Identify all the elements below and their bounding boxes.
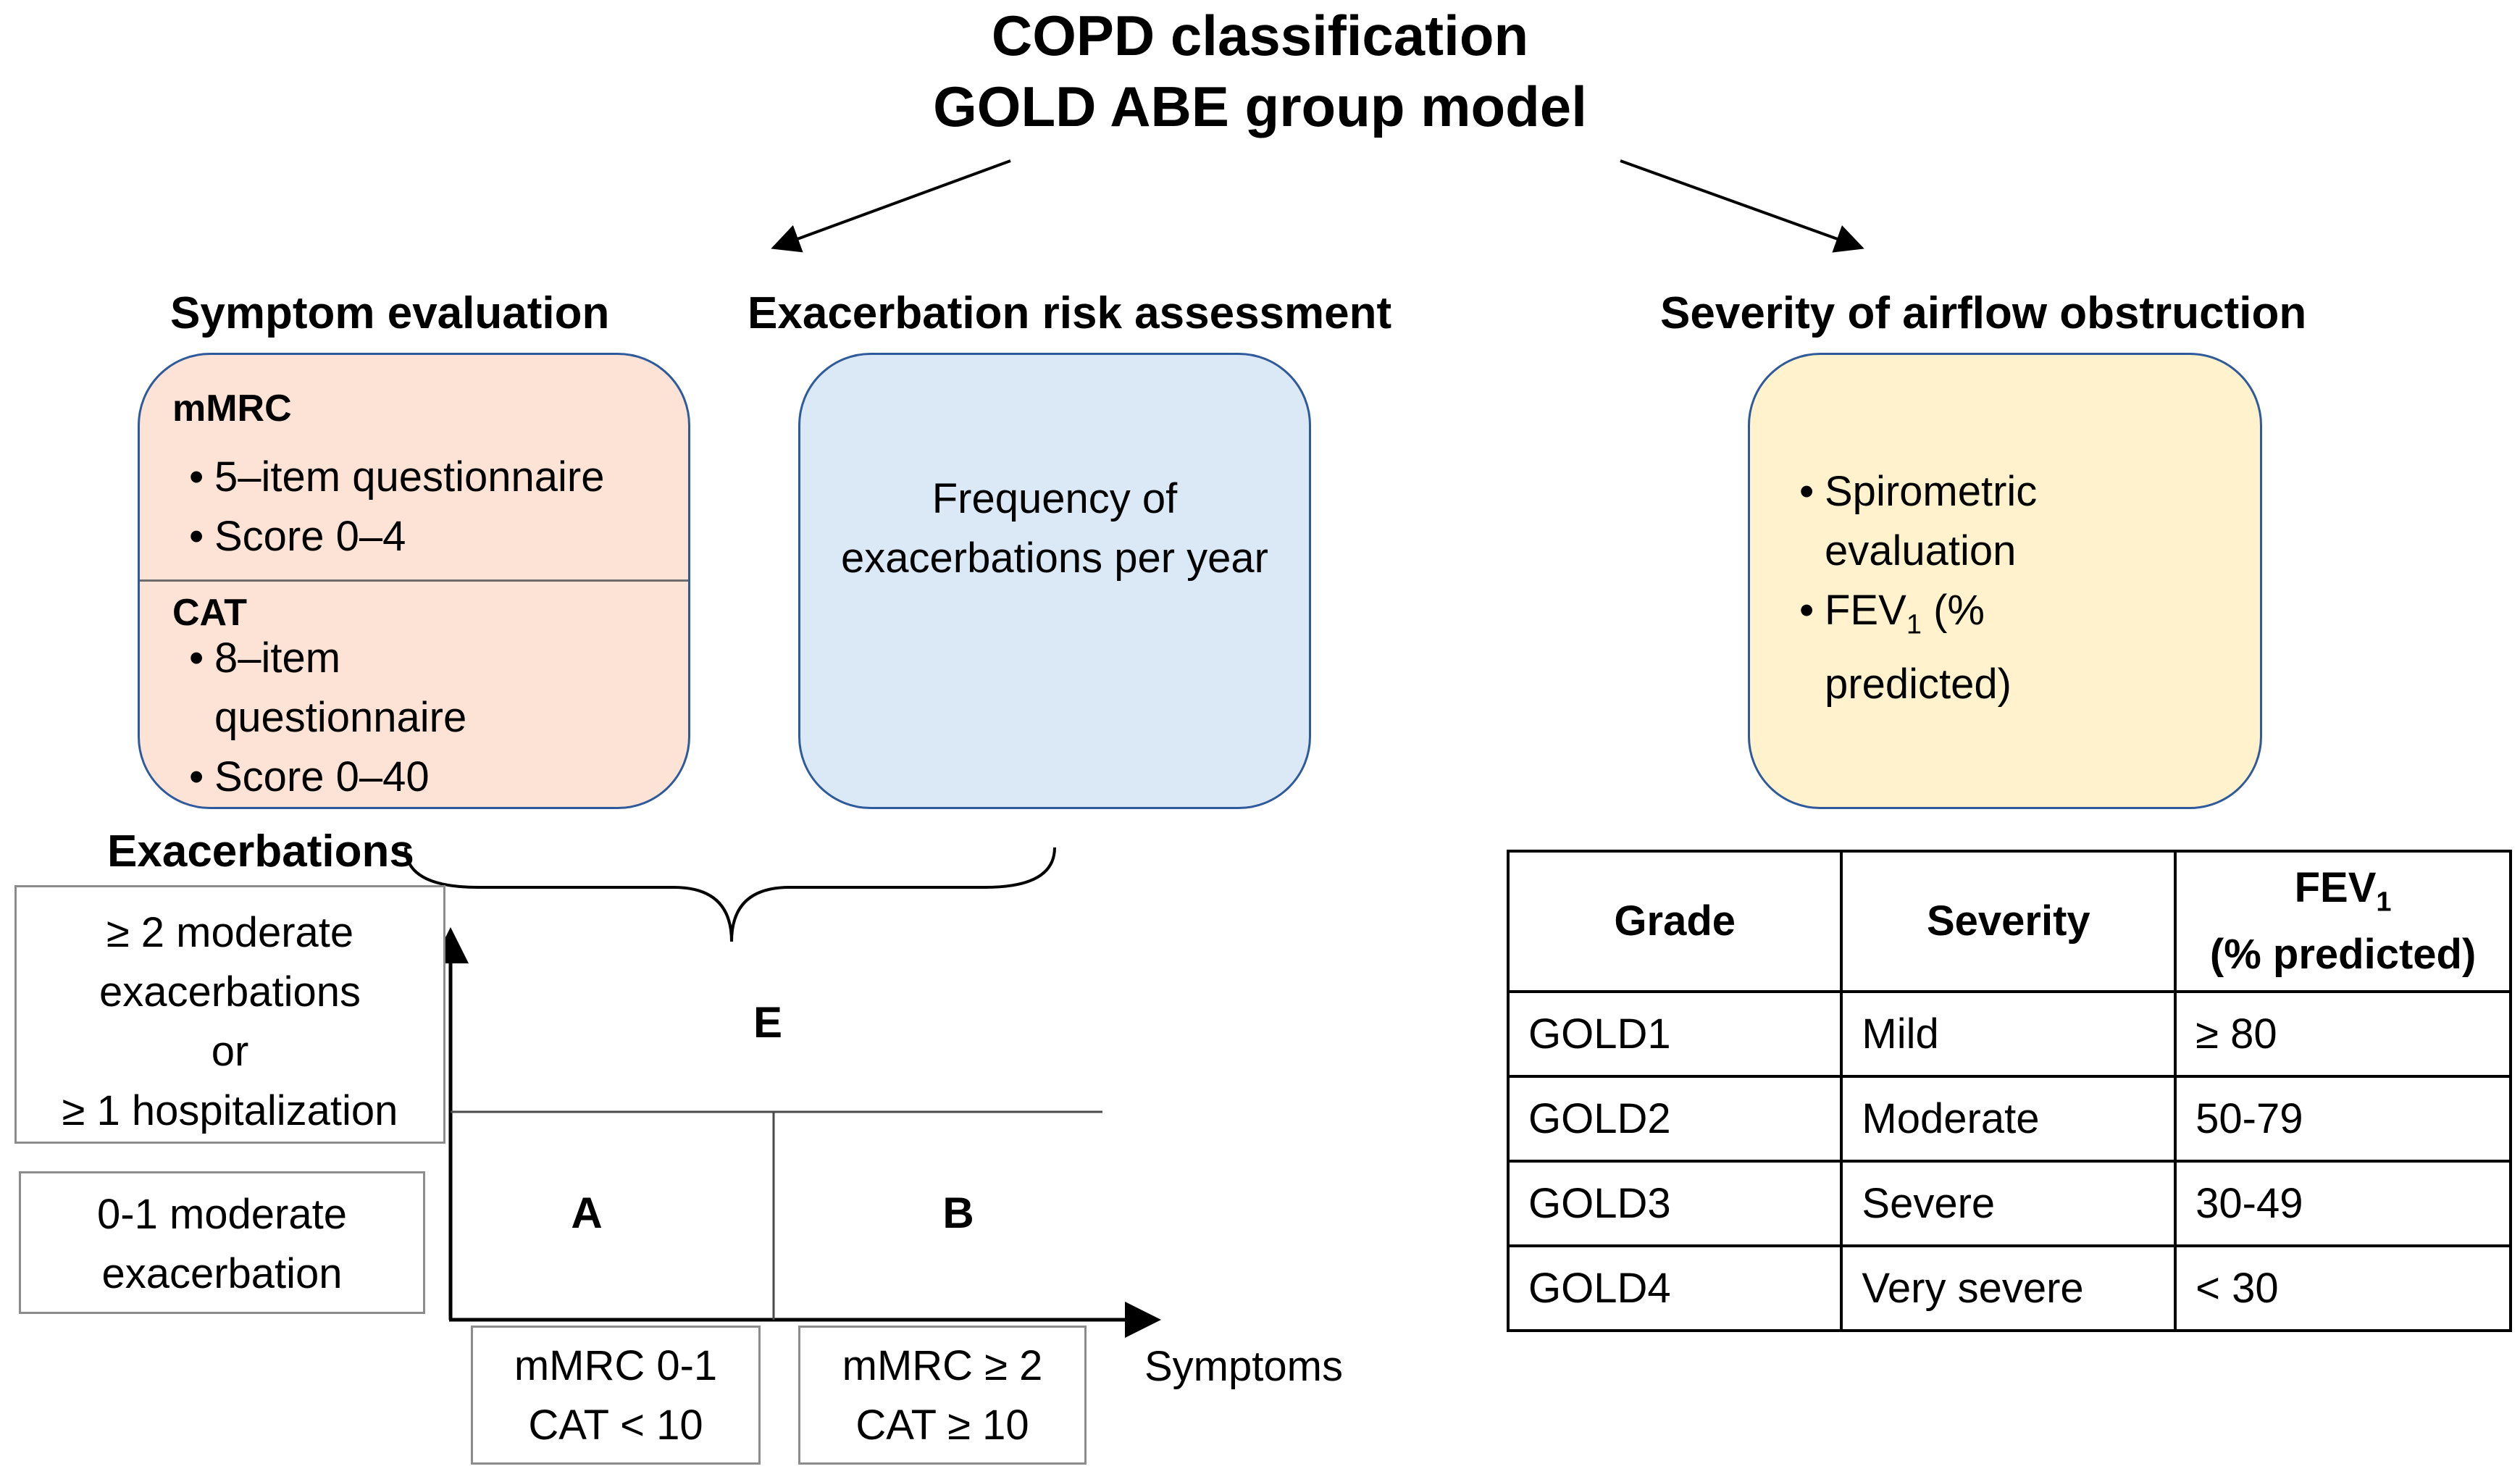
- mmrc-section: mMRC 5–item questionnaire Score 0–4: [140, 355, 688, 582]
- severity-box: Spirometric evaluation FEV1 (% predicted…: [1748, 353, 2262, 809]
- fev-suffix: (% predicted): [1825, 587, 2012, 708]
- high-row-line: ≥ 2 moderate: [106, 909, 354, 956]
- cell-fev: 30-49: [2174, 1160, 2512, 1247]
- col1-line: mMRC 0-1: [514, 1342, 718, 1389]
- cell-grade: GOLD1: [1506, 990, 1843, 1078]
- symptom-heading: Symptom evaluation: [170, 288, 610, 338]
- arrow-to-severity: [1620, 159, 1864, 253]
- exacerbation-box: Frequency of exacerbations per year: [798, 353, 1311, 809]
- cat-item: Score 0–40: [140, 748, 545, 807]
- col2-line: CAT ≥ 10: [855, 1402, 1029, 1449]
- x-axis-label: Symptoms: [1144, 1343, 1343, 1390]
- header-fev-suffix: (% predicted): [2209, 930, 2477, 978]
- fev-subscript: 1: [1906, 609, 1922, 640]
- table-row: GOLD1 Mild ≥ 80: [1506, 990, 2512, 1078]
- mmrc-label: mMRC: [172, 388, 292, 430]
- title-line-2: GOLD ABE group model: [933, 75, 1587, 138]
- table-row: GOLD4 Very severe < 30: [1506, 1244, 2512, 1332]
- header-fev: FEV1 (% predicted): [2174, 850, 2512, 993]
- high-risk-row-box: ≥ 2 moderate exacerbations or ≥ 1 hospit…: [14, 885, 445, 1144]
- cell-severity: Mild: [1840, 990, 2177, 1078]
- severity-item-fev: FEV1 (% predicted): [1750, 581, 2156, 714]
- cell-severity: Very severe: [1840, 1244, 2177, 1332]
- low-symptom-column-box: mMRC 0-1 CAT < 10: [471, 1326, 761, 1465]
- cell-fev: 50-79: [2174, 1075, 2512, 1163]
- symptom-box: mMRC 5–item questionnaire Score 0–4 CAT …: [138, 353, 690, 809]
- high-row-line: or: [211, 1028, 249, 1075]
- cell-fev: ≥ 80: [2174, 990, 2512, 1078]
- high-symptom-column-box: mMRC ≥ 2 CAT ≥ 10: [798, 1326, 1087, 1465]
- table-header-row: Grade Severity FEV1 (% predicted): [1506, 850, 2512, 993]
- group-b: B: [942, 1189, 974, 1237]
- gold-grade-table: Grade Severity FEV1 (% predicted) GOLD1 …: [1506, 850, 2512, 1332]
- mmrc-item: Score 0–4: [140, 507, 688, 566]
- low-row-line: 0-1 moderate: [97, 1191, 347, 1238]
- cell-grade: GOLD3: [1506, 1160, 1843, 1247]
- cat-list: 8–item questionnaire Score 0–40: [140, 629, 545, 807]
- col2-line: mMRC ≥ 2: [842, 1342, 1043, 1389]
- header-grade: Grade: [1506, 850, 1843, 993]
- mmrc-item: 5–item questionnaire: [140, 448, 688, 507]
- low-row-line: exacerbation: [101, 1250, 343, 1297]
- main-title: COPD classification GOLD ABE group model: [0, 0, 2520, 142]
- high-row-line: ≥ 1 hospitalization: [62, 1087, 398, 1134]
- cell-grade: GOLD4: [1506, 1244, 1843, 1332]
- cat-section: CAT 8–item questionnaire Score 0–40: [140, 582, 688, 807]
- severity-item: Spirometric evaluation: [1750, 462, 2156, 581]
- high-row-line: exacerbations: [99, 968, 361, 1016]
- table-row: GOLD3 Severe 30-49: [1506, 1160, 2512, 1247]
- exacerbation-heading: Exacerbation risk assessment: [748, 288, 1392, 338]
- title-line-1: COPD classification: [991, 4, 1529, 67]
- cat-item: 8–item questionnaire: [140, 629, 545, 748]
- cell-fev: < 30: [2174, 1244, 2512, 1332]
- severity-heading: Severity of airflow obstruction: [1660, 288, 2307, 338]
- cell-severity: Moderate: [1840, 1075, 2177, 1163]
- col1-line: CAT < 10: [528, 1402, 703, 1449]
- fev-prefix: FEV: [1825, 587, 1906, 634]
- group-a: A: [571, 1189, 603, 1237]
- cell-severity: Severe: [1840, 1160, 2177, 1247]
- header-fev-prefix: FEV: [2294, 864, 2377, 912]
- cat-label: CAT: [172, 592, 248, 634]
- low-risk-row-box: 0-1 moderate exacerbation: [19, 1171, 425, 1314]
- exacerbation-text: Frequency of exacerbations per year: [841, 475, 1268, 582]
- mmrc-list: 5–item questionnaire Score 0–4: [140, 448, 688, 566]
- header-severity: Severity: [1840, 850, 2177, 993]
- table-row: GOLD2 Moderate 50-79: [1506, 1075, 2512, 1163]
- cell-grade: GOLD2: [1506, 1075, 1843, 1163]
- arrow-to-symptom-exacerbation: [771, 159, 1011, 253]
- severity-list: Spirometric evaluation FEV1 (% predicted…: [1750, 462, 2156, 714]
- header-fev-line-1: FEV1: [2177, 862, 2508, 929]
- header-fev-subscript: 1: [2376, 887, 2392, 918]
- curly-brace: [404, 847, 1056, 942]
- y-axis-label: Exacerbations: [107, 826, 414, 876]
- group-e: E: [753, 998, 783, 1047]
